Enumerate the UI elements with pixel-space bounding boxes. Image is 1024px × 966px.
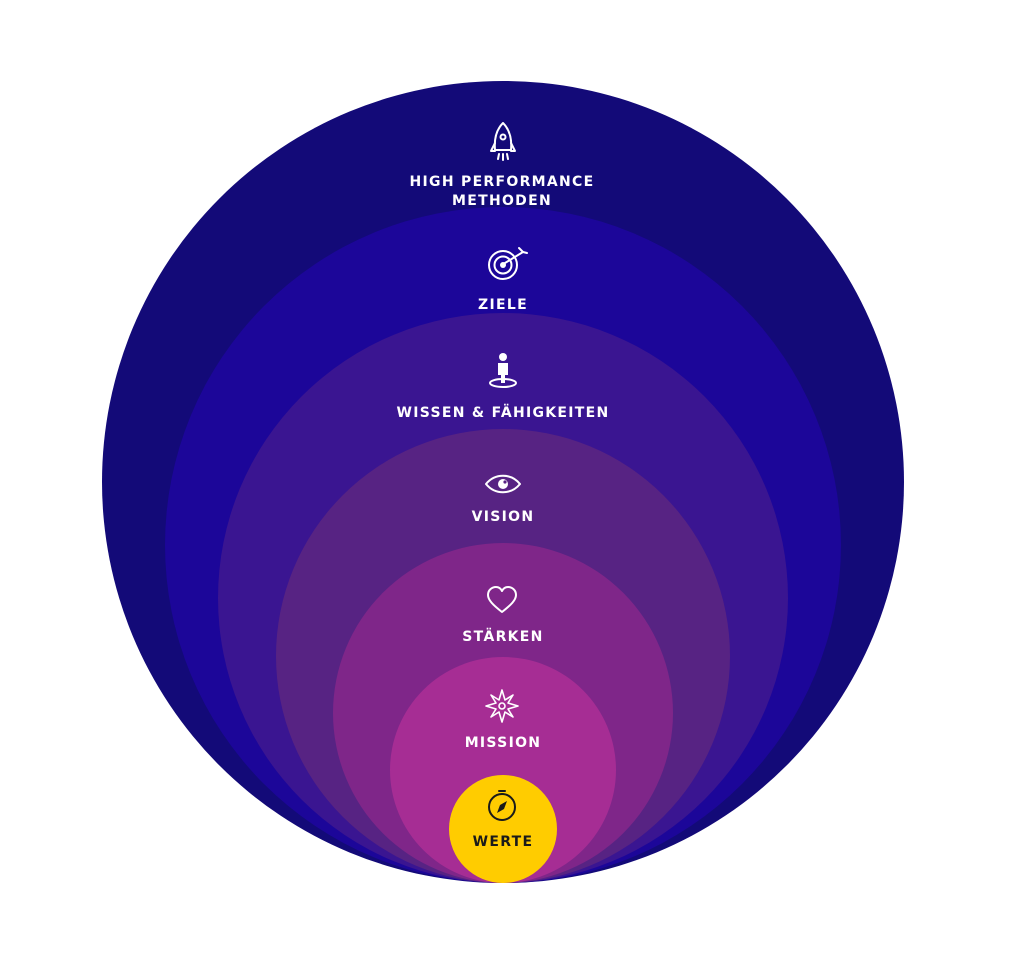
compass-icon [488, 790, 516, 821]
target-icon [488, 247, 528, 280]
label-ziele: ZIELE [478, 297, 528, 313]
circle-werte [449, 775, 557, 883]
label-wissen: WISSEN & FÄHIGKEITEN [396, 404, 609, 421]
label-vision: VISION [472, 509, 535, 525]
eye-icon [485, 474, 521, 494]
label-methoden-line2: METHODEN [452, 193, 552, 209]
heart-icon [487, 586, 517, 613]
label-werte: WERTE [473, 834, 534, 850]
label-staerken: STÄRKEN [462, 628, 543, 645]
circle-mission [390, 657, 616, 883]
rocket-icon [490, 122, 516, 161]
compass-rose-icon [485, 689, 519, 723]
person-on-platform-icon [489, 353, 517, 388]
label-methoden-line1: HIGH PERFORMANCE [410, 174, 595, 190]
label-mission: MISSION [465, 735, 542, 751]
